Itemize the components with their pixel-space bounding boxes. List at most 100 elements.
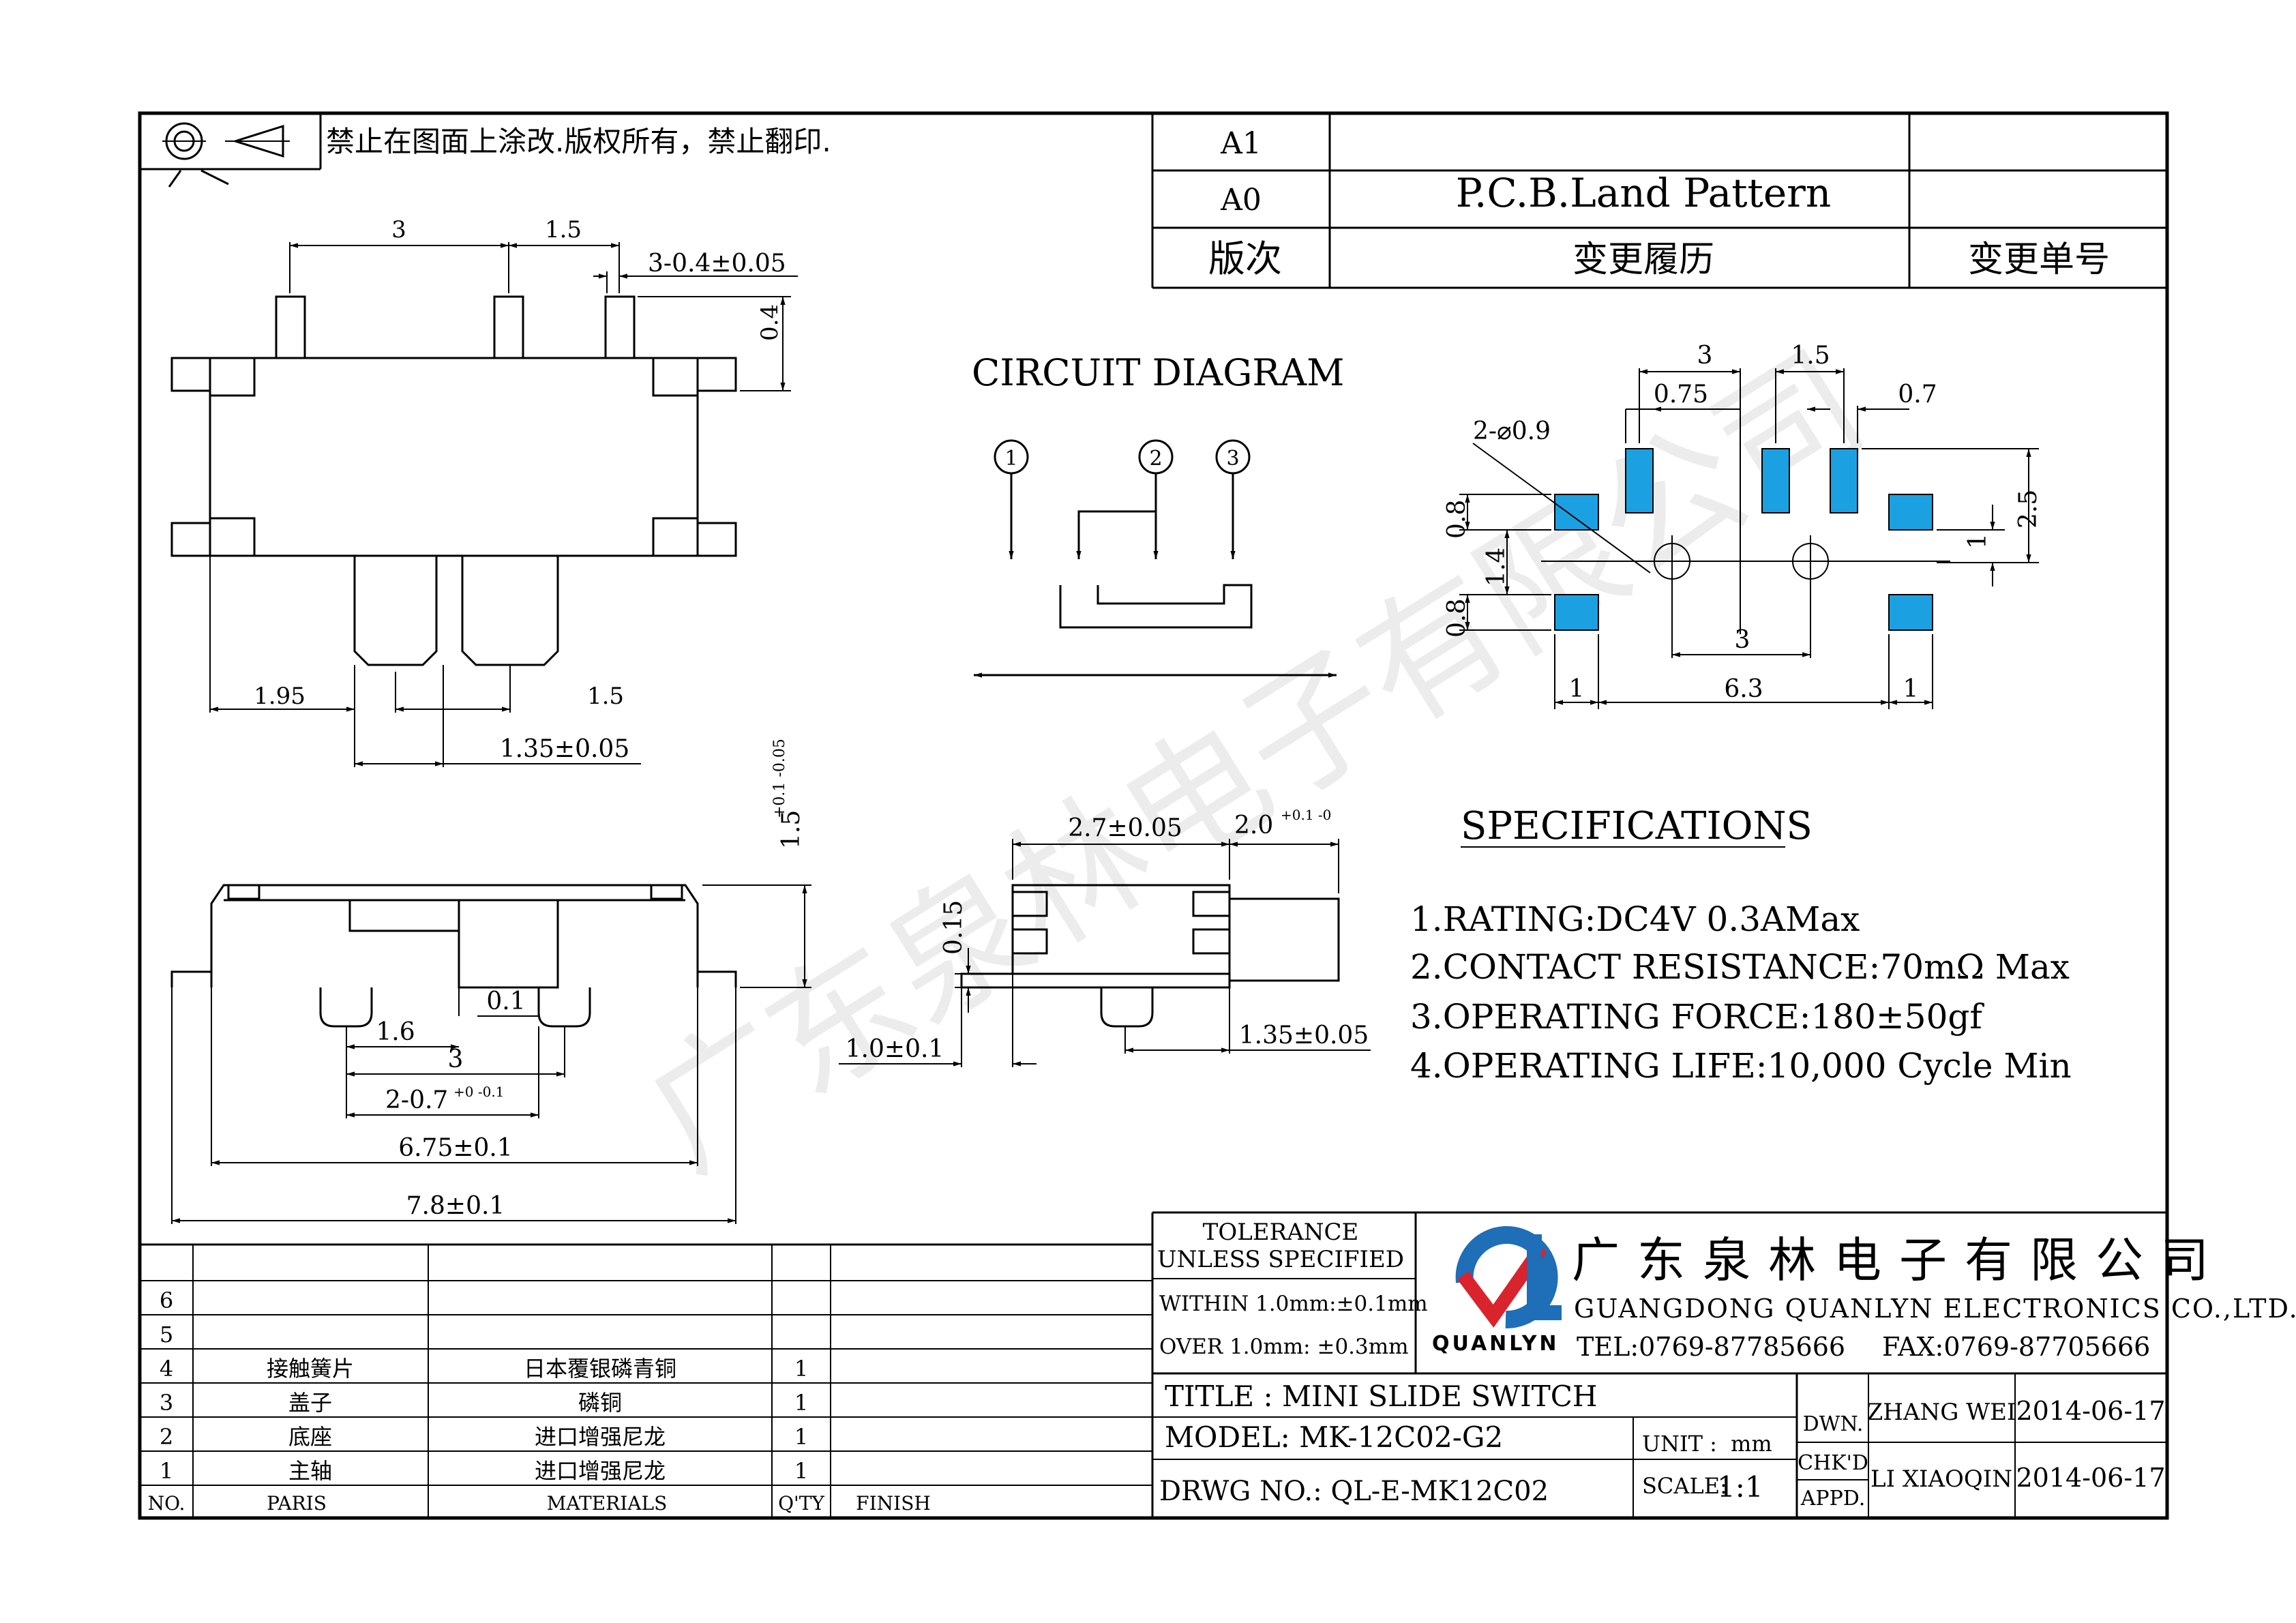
sv-dim-2-0-tol: +0.1 -0 <box>1281 807 1331 823</box>
scale-value: 1:1 <box>1717 1470 1763 1504</box>
bom-qty: 1 <box>794 1390 808 1416</box>
fv-dim-7-8: 7.8±0.1 <box>406 1192 505 1220</box>
bom-header-qty: Q'TY <box>778 1492 824 1515</box>
rev-a0-history: P.C.B.Land Pattern <box>1456 170 1832 216</box>
pcb-land-pattern: 3 1.5 0.75 0.7 2-⌀0.9 0.8 1.4 0.8 2.5 1 … <box>1443 342 2042 709</box>
bom-qty: 1 <box>794 1458 808 1484</box>
chkd-label: CHK'D <box>1798 1451 1868 1475</box>
front-view-labels: 1.6 0.1 3 2-0.7 +0 -0.1 6.75±0.1 7.8±0.1… <box>376 739 805 1220</box>
bom-material: 日本覆银磷青铜 <box>524 1356 676 1382</box>
dim-slot: 1.35±0.05 <box>500 735 629 763</box>
bom-qty: 1 <box>794 1424 808 1450</box>
chk-date: 2014-06-17 <box>2016 1463 2165 1493</box>
pcb-dim-2-5: 2.5 <box>2014 490 2042 528</box>
rev-a0: A0 <box>1220 183 1262 218</box>
company-logo: QUANLYN <box>1432 1226 1562 1356</box>
revision-table: A1 A0 P.C.B.Land Pattern 版次 变更履历 变更单号 <box>1151 113 2167 289</box>
specifications: SPECIFICATIONS 1.RATING:DC4V 0.3AMax 2.C… <box>1410 804 2072 1086</box>
bom-material: 进口增强尼龙 <box>535 1458 666 1484</box>
side-view-labels: 2.7±0.05 2.0 +0.1 -0 0.15 1.0±0.1 1.35±0… <box>846 807 1369 1063</box>
top-view-labels: 3 1.5 3-0.4±0.05 0.4 1.95 1.5 1.35±0.05 <box>254 216 786 763</box>
unit-value: mm <box>1731 1431 1772 1457</box>
company-tel: TEL:0769-87785666 <box>1577 1332 1845 1362</box>
fv-dim-6-75: 6.75±0.1 <box>398 1134 513 1162</box>
spec-item-4: 4.OPERATING LIFE:10,000 Cycle Min <box>1410 1046 2072 1086</box>
bom-part: 主轴 <box>288 1458 332 1484</box>
scale-label: SCALE: <box>1642 1473 1727 1499</box>
dim-pin-height: 0.4 <box>756 304 784 341</box>
title-block-text: TOLERANCE UNLESS SPECIFIED WITHIN 1.0mm:… <box>1157 1219 2296 1510</box>
logo-l-shape <box>1527 1234 1562 1320</box>
dim-3: 3 <box>391 216 406 243</box>
bom-no: 1 <box>160 1458 173 1484</box>
company-en: GUANGDONG QUANLYN ELECTRONICS CO.,LTD. <box>1574 1294 2296 1324</box>
dim-1-95: 1.95 <box>254 683 305 710</box>
pcb-dim-1-left: 1 <box>1569 675 1585 703</box>
tolerance-label: TOLERANCE <box>1203 1219 1359 1246</box>
pcb-dim-0-75: 0.75 <box>1654 381 1708 408</box>
bom-header-no: NO. <box>148 1492 185 1515</box>
pcb-pad <box>1761 448 1790 513</box>
bom-part: 盖子 <box>288 1390 332 1416</box>
dim-1-5: 1.5 <box>545 216 582 243</box>
model-text: MODEL: MK-12C02-G2 <box>1165 1420 1503 1454</box>
spec-item-3: 3.OPERATING FORCE:180±50gf <box>1410 997 1984 1037</box>
logo-text: QUANLYN <box>1432 1332 1560 1356</box>
side-view <box>839 839 1371 1067</box>
projection-symbol-icon <box>162 122 290 160</box>
logo-check-shape <box>1457 1244 1547 1328</box>
bom-header-material: MATERIALS <box>547 1492 668 1515</box>
sv-dim-1-0: 1.0±0.1 <box>846 1035 944 1063</box>
pcb-pad <box>1888 494 1933 531</box>
bom-table <box>140 1243 1152 1518</box>
pcb-dim-0-8-bot: 0.8 <box>1443 599 1471 638</box>
bom-no: 5 <box>160 1322 173 1347</box>
pcb-pad <box>1554 494 1599 531</box>
bom-header-part: PARIS <box>267 1492 327 1515</box>
bom-no: 2 <box>160 1424 173 1450</box>
appd-label: APPD. <box>1800 1487 1866 1510</box>
circuit-diagram: CIRCUIT DIAGRAM 1 2 3 <box>972 351 1344 678</box>
sv-dim-1-35: 1.35±0.05 <box>1239 1022 1369 1049</box>
pcb-dim-0-8-top: 0.8 <box>1443 500 1471 539</box>
header-warning: 禁止在图面上涂改.版权所有，禁止翻印. <box>140 113 831 188</box>
spec-item-1: 1.RATING:DC4V 0.3AMax <box>1410 899 1860 939</box>
company-fax: FAX:0769-87705666 <box>1882 1332 2150 1362</box>
title-text: TITLE : MINI SLIDE SWITCH <box>1165 1380 1598 1413</box>
tolerance-over: OVER 1.0mm: ±0.3mm <box>1159 1335 1409 1359</box>
pcb-pad <box>1625 448 1654 513</box>
front-view <box>170 884 811 1224</box>
fv-dim-0-7-tol: +0 -0.1 <box>453 1084 504 1100</box>
pcb-dim-1: 1 <box>1964 533 1992 549</box>
sv-dim-2-7: 2.7±0.05 <box>1068 814 1182 842</box>
bom-part: 底座 <box>288 1424 332 1450</box>
fv-dim-3: 3 <box>448 1045 464 1073</box>
pcb-dim-hole: 2-⌀0.9 <box>1473 417 1551 445</box>
spec-title: SPECIFICATIONS <box>1461 804 1813 848</box>
pcb-pad <box>1830 448 1858 513</box>
bom-no: 6 <box>160 1287 173 1313</box>
rev-header-history: 变更履历 <box>1572 239 1714 280</box>
bom-no: 3 <box>160 1390 173 1416</box>
bom-material: 磷铜 <box>578 1390 622 1416</box>
circuit-pin-2: 2 <box>1149 447 1162 471</box>
pcb-dim-0-7: 0.7 <box>1898 381 1937 408</box>
tolerance-within: WITHIN 1.0mm:±0.1mm <box>1159 1292 1428 1316</box>
sv-dim-2-0: 2.0 <box>1234 812 1273 839</box>
spec-item-2: 2.CONTACT RESISTANCE:70mΩ Max <box>1410 947 2070 987</box>
rev-header-order: 变更单号 <box>1968 239 2110 280</box>
bom-material: 进口增强尼龙 <box>535 1424 666 1450</box>
tolerance-unless: UNLESS SPECIFIED <box>1157 1246 1404 1273</box>
bom-part: 接触簧片 <box>267 1356 354 1382</box>
rev-header-rev: 版次 <box>1208 237 1282 280</box>
dwn-name: ZHANG WEI <box>1867 1399 2016 1426</box>
company-cn: 广东泉林电子有限公司 <box>1572 1232 2226 1288</box>
chk-name: LI XIAOQIN <box>1870 1465 2012 1493</box>
fv-dim-1-5-tol: +0.1 -0.05 <box>771 739 788 818</box>
fv-dim-1-5: 1.5 <box>777 810 805 849</box>
pcb-dim-1-4: 1.4 <box>1482 548 1510 586</box>
circuit-pin-3: 3 <box>1226 447 1239 471</box>
top-view <box>170 242 798 767</box>
pcb-dim-3: 3 <box>1697 342 1713 370</box>
